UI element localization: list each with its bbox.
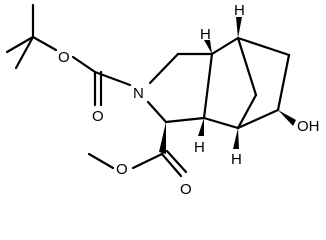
bond-o-carbonyl-boc [71, 55, 97, 74]
wedge-ester-c1 [159, 122, 166, 154]
bond-n-c1 [146, 100, 168, 124]
bond-c4-bridge [236, 36, 258, 97]
bond-c3a-c4 [210, 36, 240, 56]
bond-ester-c-o [131, 152, 164, 170]
chemical-structure-diagram: N O O O O OH H H H H [5, 2, 320, 198]
bond-tbu-o [31, 35, 58, 52]
bond-c1-c7a [164, 116, 206, 124]
bond-c7-c7a [202, 116, 240, 130]
atom-h-c7a: H [194, 139, 205, 156]
wedge-h-c7 [233, 128, 239, 149]
atom-ester-ether-o: O [116, 161, 128, 178]
bond-c6-c7 [236, 108, 280, 130]
atom-boc-ether-o: O [58, 49, 70, 66]
atom-hydroxyl: OH [297, 118, 320, 135]
bond-tbu-methyl-bottom [14, 35, 35, 70]
atom-h-c7: H [231, 151, 242, 168]
molecule-drawing: N O O O O OH H H H H [5, 2, 320, 198]
bond-ester-co-1 [160, 152, 183, 178]
atom-ester-carbonyl-o: O [180, 181, 192, 198]
bond-tbu-methyl-left [5, 35, 35, 54]
bond-n-ch2 [148, 52, 180, 85]
atom-h-c4: H [234, 2, 245, 19]
bond-ester-co-2 [165, 149, 188, 174]
atom-n: N [133, 85, 144, 102]
wedge-h-c4 [236, 17, 242, 38]
bond-o-methyl [87, 152, 115, 170]
atom-h-c3a: H [200, 26, 211, 43]
bond-c7-bridge [236, 93, 258, 130]
bond-c4-c5 [236, 36, 291, 57]
wedge-h-c7a [198, 118, 204, 136]
bond-c3a-c7a [202, 52, 214, 120]
wedge-oh-c6 [278, 110, 296, 126]
atom-boc-carbonyl-o: O [92, 108, 104, 125]
bond-c5-c6 [276, 53, 291, 112]
wedge-h-c3a [204, 40, 212, 54]
